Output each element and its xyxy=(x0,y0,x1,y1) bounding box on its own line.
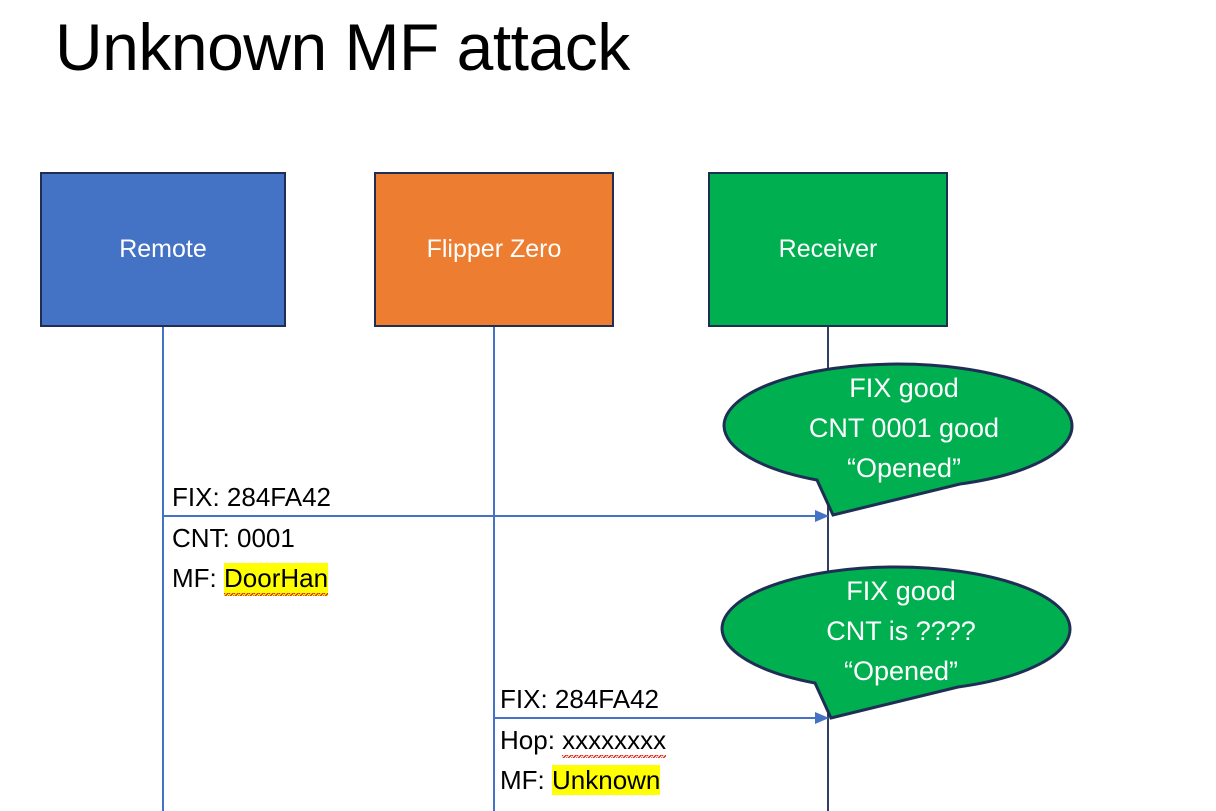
lifeline-receiver xyxy=(827,327,829,811)
message1-mf-value: DoorHan xyxy=(224,563,329,596)
callout-bubble-receiver-first: FIX good CNT 0001 good “Opened” xyxy=(720,358,1076,533)
actor-box-receiver[interactable]: Receiver xyxy=(708,172,948,327)
lifeline-remote xyxy=(162,327,164,811)
message2-line1: FIX: 284FA42 xyxy=(500,679,659,719)
lifeline-flipper xyxy=(493,327,495,811)
message-arrow-remote-to-receiver xyxy=(163,510,829,522)
callout-shape-1 xyxy=(722,362,1074,517)
message1-cnt-text: CNT: 0001 xyxy=(172,523,295,553)
message1-line1: FIX: 284FA42 xyxy=(172,477,331,517)
callout-shape-2 xyxy=(720,565,1072,720)
message1-mf-prefix: MF: xyxy=(172,563,224,593)
actor-label-remote: Remote xyxy=(119,235,207,263)
actor-box-flipper[interactable]: Flipper Zero xyxy=(374,172,614,327)
message2-body: Hop: xxxxxxxx MF: Unknown xyxy=(500,720,667,800)
message2-hop-prefix: Hop: xyxy=(500,725,563,755)
message1-body: CNT: 0001 MF: DoorHan xyxy=(172,518,329,598)
message2-mf-row: MF: Unknown xyxy=(500,760,666,800)
page-title: Unknown MF attack xyxy=(55,10,630,84)
message2-hop-row: Hop: xxxxxxxx xyxy=(500,720,667,760)
message2-mf-prefix: MF: xyxy=(500,765,552,795)
message2-mf-value: Unknown xyxy=(552,765,661,795)
message1-cnt-row: CNT: 0001 xyxy=(172,518,328,558)
message1-fix-text: FIX: 284FA42 xyxy=(172,482,331,512)
message2-hop-value: xxxxxxxx xyxy=(562,725,667,758)
callout-bubble-receiver-second: FIX good CNT is ???? “Opened” xyxy=(718,561,1074,736)
actor-label-receiver: Receiver xyxy=(778,235,878,263)
actor-box-remote[interactable]: Remote xyxy=(40,172,286,327)
message2-fix-text: FIX: 284FA42 xyxy=(500,684,659,714)
message1-mf-row: MF: DoorHan xyxy=(172,558,329,598)
actor-label-flipper: Flipper Zero xyxy=(426,235,562,263)
message-arrow-flipper-to-receiver xyxy=(494,712,829,724)
